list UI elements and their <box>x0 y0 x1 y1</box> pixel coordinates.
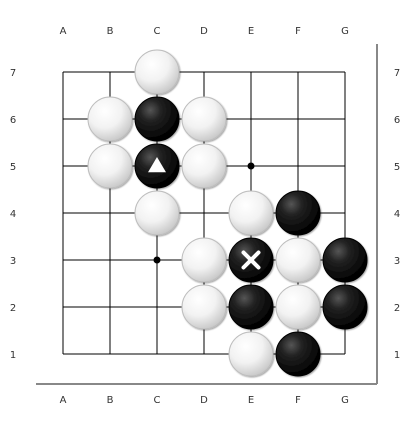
column-label-a-bottom: A <box>60 395 67 406</box>
white-stone-c7[interactable] <box>134 49 180 95</box>
black-stone-body <box>322 284 368 330</box>
black-stone-body <box>322 237 368 283</box>
row-label-5-right: 5 <box>394 162 400 173</box>
row-label-3-left: 3 <box>10 256 16 267</box>
column-label-d-bottom: D <box>200 395 208 406</box>
column-label-e-bottom: E <box>248 395 254 406</box>
column-label-g-top: G <box>341 26 349 37</box>
star-point-c3 <box>153 256 161 264</box>
column-label-c-top: C <box>154 26 161 37</box>
black-stone-g2[interactable] <box>322 284 368 330</box>
white-stone-body <box>275 237 321 283</box>
row-label-2-right: 2 <box>394 303 400 314</box>
white-stone-body <box>181 143 227 189</box>
column-label-d-top: D <box>200 26 208 37</box>
row-label-1-left: 1 <box>10 350 16 361</box>
column-label-a-top: A <box>60 26 67 37</box>
white-stone-b6[interactable] <box>87 96 133 142</box>
white-stone-body <box>181 96 227 142</box>
white-stone-d6[interactable] <box>181 96 227 142</box>
white-stone-e1[interactable] <box>228 331 274 377</box>
black-stone-c5[interactable] <box>134 143 180 189</box>
white-stone-body <box>134 49 180 95</box>
stones-layer <box>87 49 368 377</box>
black-stone-e3[interactable] <box>228 237 274 283</box>
white-stone-body <box>87 143 133 189</box>
black-stone-e2[interactable] <box>228 284 274 330</box>
white-stone-b5[interactable] <box>87 143 133 189</box>
white-stone-body <box>134 190 180 236</box>
row-label-5-left: 5 <box>10 162 16 173</box>
black-stone-body <box>275 190 321 236</box>
cross-marker-icon-stroke-2 <box>241 250 261 270</box>
white-stone-body <box>228 331 274 377</box>
row-label-7-left: 7 <box>10 68 16 79</box>
black-stone-body <box>134 96 180 142</box>
star-points <box>153 162 255 264</box>
black-stone-f1[interactable] <box>275 331 321 377</box>
column-label-f-top: F <box>295 26 301 37</box>
white-stone-body <box>181 237 227 283</box>
white-stone-body <box>275 284 321 330</box>
column-label-c-bottom: C <box>154 395 161 406</box>
white-stone-d5[interactable] <box>181 143 227 189</box>
white-stone-body <box>228 190 274 236</box>
row-label-7-right: 7 <box>394 68 400 79</box>
column-label-e-top: E <box>248 26 254 37</box>
triangle-marker-icon <box>148 157 166 173</box>
coordinate-labels: A A B B C C D D E E F F G G 7 7 6 6 5 5 4 4 3 3 2 2 1 1 <box>10 26 400 406</box>
black-stone-body <box>275 331 321 377</box>
white-stone-c4[interactable] <box>134 190 180 236</box>
white-stone-d3[interactable] <box>181 237 227 283</box>
row-label-4-right: 4 <box>394 209 400 220</box>
row-label-3-right: 3 <box>394 256 400 267</box>
column-label-b-bottom: B <box>107 395 114 406</box>
white-stone-d2[interactable] <box>181 284 227 330</box>
white-stone-f2[interactable] <box>275 284 321 330</box>
black-stone-g3[interactable] <box>322 237 368 283</box>
row-label-2-left: 2 <box>10 303 16 314</box>
column-label-b-top: B <box>107 26 114 37</box>
white-stone-body <box>87 96 133 142</box>
star-point-e5 <box>247 162 255 170</box>
black-stone-f4[interactable] <box>275 190 321 236</box>
black-stone-body <box>228 284 274 330</box>
black-stone-c6[interactable] <box>134 96 180 142</box>
white-stone-f3[interactable] <box>275 237 321 283</box>
row-label-4-left: 4 <box>10 209 16 220</box>
white-stone-body <box>181 284 227 330</box>
row-label-1-right: 1 <box>394 350 400 361</box>
row-label-6-left: 6 <box>10 115 16 126</box>
column-label-f-bottom: F <box>295 395 301 406</box>
white-stone-e4[interactable] <box>228 190 274 236</box>
row-label-6-right: 6 <box>394 115 400 126</box>
column-label-g-bottom: G <box>341 395 349 406</box>
